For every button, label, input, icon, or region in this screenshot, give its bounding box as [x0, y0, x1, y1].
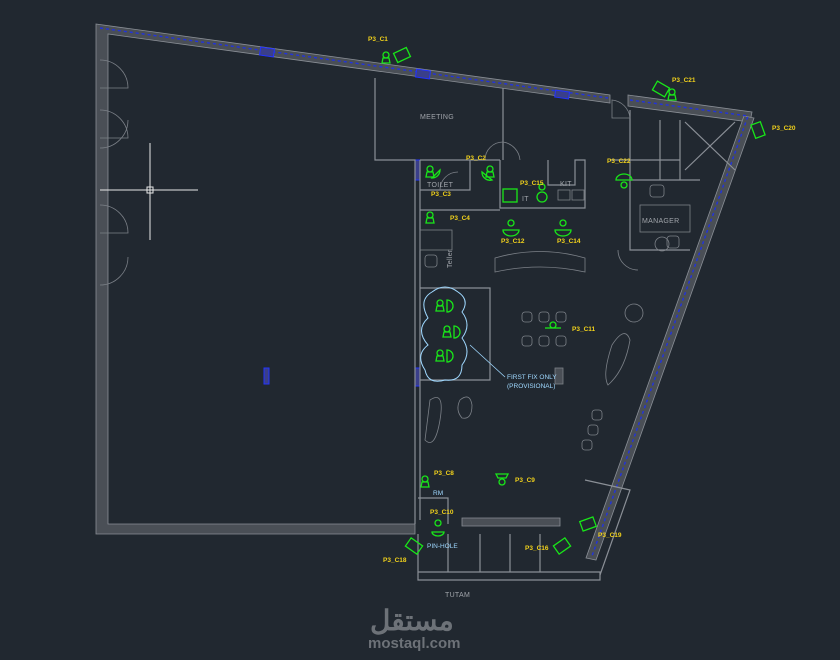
tag-p3-c2: P3_C2	[466, 155, 486, 162]
outer-walls	[95, 23, 755, 561]
pin-hole-label: PIN-HOLE	[427, 543, 458, 550]
camera-icon	[431, 519, 445, 537]
camera-icon	[481, 165, 495, 181]
rack-icon	[502, 188, 518, 203]
tag-p3-c11: P3_C11	[572, 326, 596, 333]
dome-camera-icon	[502, 219, 520, 237]
tag-p3-c15: P3_C15	[520, 180, 544, 187]
room-label-meeting: MEETING	[420, 114, 454, 121]
furniture	[419, 184, 691, 451]
watermark-site: mostaql.com	[368, 635, 461, 652]
meeting-table-chairs	[521, 311, 567, 347]
tag-p3-c18: P3_C18	[383, 557, 407, 564]
speaker-box-icon	[404, 536, 424, 556]
camera-icon	[536, 183, 548, 203]
device-symbols	[381, 46, 766, 556]
tutam-label: TUTAM	[445, 592, 470, 599]
cad-crosshair-cursor	[100, 143, 198, 240]
room-label-kitchen: KIT	[560, 181, 572, 188]
room-label-manager: MANAGER	[642, 218, 680, 225]
camera-icon	[381, 51, 391, 64]
tag-p3-c3: P3_C3	[431, 191, 451, 198]
dome-camera-icon	[494, 473, 510, 486]
interior-doors	[439, 99, 639, 271]
speaker-box-icon	[651, 80, 671, 98]
note-first-fix: FIRST FIX ONLY	[507, 374, 557, 381]
room-label-toilet: TOILET	[427, 182, 454, 189]
left-entrance-doors	[99, 59, 129, 286]
tag-p3-c16: P3_C16	[525, 545, 549, 552]
tag-p3-c14: P3_C14	[557, 238, 581, 245]
provisional-cloud	[420, 286, 506, 382]
camera-icon	[435, 299, 454, 313]
tag-p3-c10: P3_C10	[430, 509, 454, 516]
tag-p3-c4: P3_C4	[450, 215, 470, 222]
tag-p3-c9: P3_C9	[515, 477, 535, 484]
tag-p3-c1: P3_C1	[368, 36, 388, 43]
camera-icon	[545, 321, 561, 329]
tag-p3-c19: P3_C19	[598, 532, 622, 539]
camera-icon	[420, 475, 430, 488]
watermark-arabic: مستقل	[370, 605, 454, 636]
tag-p3-c8: P3_C8	[434, 470, 454, 477]
tag-p3-c21: P3_C21	[672, 77, 696, 84]
speaker-box-icon	[578, 516, 598, 532]
dome-camera-icon	[554, 219, 572, 237]
watermark-logo: مستقل mostaql.com	[368, 605, 461, 652]
room-label-it: IT	[522, 196, 529, 203]
camera-icon	[667, 88, 677, 101]
camera-icon	[425, 211, 435, 224]
camera-icon	[442, 325, 461, 339]
camera-icon	[425, 165, 441, 179]
room-label-teller: Teller	[447, 249, 454, 268]
dome-camera-icon	[615, 173, 633, 189]
speaker-box-icon	[392, 46, 412, 64]
tag-p3-c12: P3_C12	[501, 238, 525, 245]
note-provisional: (PROVISIONAL)	[507, 383, 555, 390]
speaker-box-icon	[750, 120, 766, 140]
tag-p3-c22: P3_C22	[607, 158, 631, 165]
device-tags: P3_C1 P3_C21 P3_C20 P3_C2 P3_C3 P3_C4 P3…	[368, 36, 796, 564]
tag-p3-c20: P3_C20	[772, 125, 796, 132]
room-label-rm: RM	[433, 490, 443, 497]
camera-icon	[435, 349, 454, 363]
speaker-box-icon	[552, 536, 572, 556]
interior-walls	[374, 78, 736, 581]
